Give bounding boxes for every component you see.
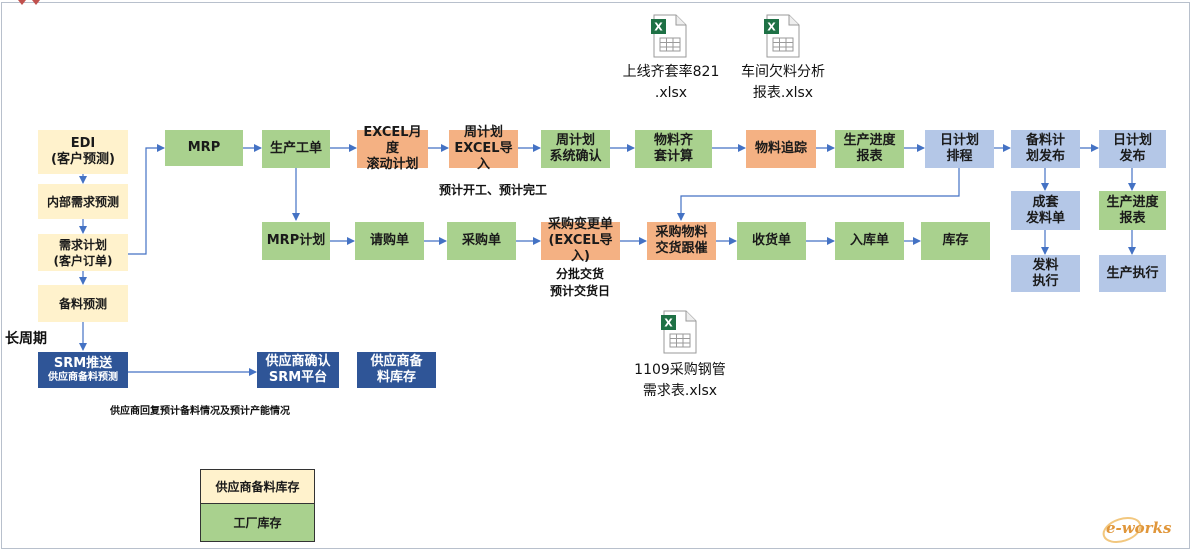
delivery-follow-box: 采购物料 交货跟催 [647, 222, 716, 260]
mrp-box: MRP [165, 130, 243, 166]
excel-file-icon: X [651, 14, 687, 58]
production-exec-box: 生产执行 [1099, 255, 1166, 292]
warehouse-entry-box: 入库单 [835, 222, 904, 260]
supplier-confirm-box: 供应商确认 SRM平台 [257, 352, 339, 388]
corner-marker-icon [18, 0, 40, 5]
issue-exec-box: 发料 执行 [1011, 255, 1080, 292]
note-batch-delivery: 分批交货 预计交货日 [549, 267, 610, 298]
eworks-swoosh-icon [1102, 517, 1142, 543]
srm-push-subtitle: 供应商备料预测 [48, 372, 118, 383]
legend-supplier-stock: 供应商备料库存 [200, 469, 315, 504]
receipt-box: 收货单 [737, 222, 806, 260]
weekly-confirm-box: 周计划 系统确认 [541, 130, 610, 168]
excel-file-icon: X [764, 14, 800, 58]
internal-demand-box: 内部需求预测 [38, 184, 128, 219]
production-order-box: 生产工单 [262, 130, 330, 168]
legend-factory-stock: 工厂库存 [200, 503, 315, 542]
weekly-import-box: 周计划 EXCEL导入 [449, 125, 518, 172]
srm-push-title: SRM推送 [53, 356, 113, 371]
progress-report2-box: 生产进度 报表 [1099, 191, 1166, 230]
material-forecast-box: 备料预测 [38, 285, 128, 322]
file3-label: 1109采购钢管 需求表.xlsx [634, 362, 726, 399]
eworks-logo: e-works [1098, 514, 1184, 544]
edi-box: EDI (客户预测) [38, 130, 128, 174]
requisition-box: 请购单 [355, 222, 424, 260]
arrow-demand-mrp [128, 144, 165, 255]
progress-report-box: 生产进度 报表 [835, 130, 904, 168]
demand-plan-box: 需求计划 (客户订单) [38, 234, 128, 271]
svg-text:X: X [767, 21, 776, 34]
arrow-schedule-follow [677, 168, 960, 221]
material-kit-box: 物料齐 套计算 [635, 130, 712, 168]
excel-monthly-box: EXCEL月度 滚动计划 [357, 125, 428, 172]
daily-schedule-box: 日计划 排程 [925, 130, 994, 168]
svg-text:X: X [654, 21, 663, 34]
srm-push-box: SRM推送 供应商备料预测 [38, 352, 128, 388]
purchase-order-box: 采购单 [447, 222, 516, 260]
material-trace-box: 物料追踪 [746, 130, 816, 168]
note-supplier-reply: 供应商回复预计备料情况及预计产能情况 [110, 406, 290, 417]
excel-file-icon: X [661, 310, 697, 354]
po-change-box: 采购变更单 (EXCEL导入) [541, 217, 620, 264]
svg-text:X: X [664, 317, 673, 330]
long-cycle-label: 长周期 [5, 331, 47, 347]
supplier-stock-box: 供应商备 料库存 [357, 352, 436, 388]
inventory-box: 库存 [921, 222, 990, 260]
material-release-box: 备料计 划发布 [1011, 130, 1080, 168]
note-start-finish: 预计开工、预计完工 [438, 183, 547, 197]
mrp-plan-box: MRP计划 [262, 222, 330, 260]
kit-issue-box: 成套 发料单 [1011, 191, 1080, 230]
file1-label: 上线齐套率821 .xlsx [622, 64, 720, 101]
watermark-text: e-works [1106, 519, 1172, 537]
file2-label: 车间欠料分析 报表.xlsx [741, 64, 825, 101]
daily-release-box: 日计划 发布 [1099, 130, 1166, 168]
